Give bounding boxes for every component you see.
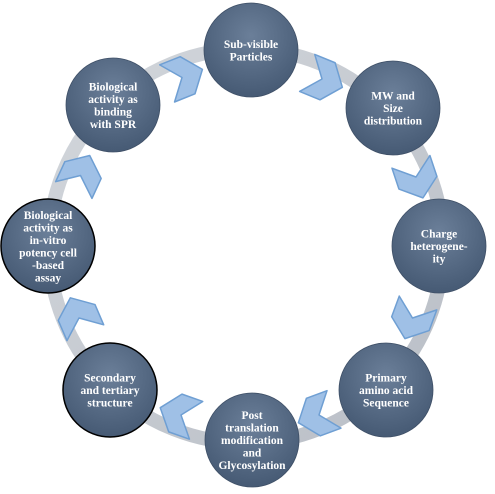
- cycle-node-label-line: in-vitro: [30, 235, 67, 247]
- cycle-node-circle: [338, 342, 434, 438]
- cycle-node-circle: [345, 60, 441, 156]
- cycle-node-label-line: modification: [221, 435, 284, 447]
- cycle-node-label-line: Particles: [230, 51, 273, 63]
- cycle-node-label-line: translation: [225, 423, 279, 435]
- cycle-node-label-line: potency cell: [19, 247, 77, 259]
- cycle-node-circle: [62, 342, 158, 438]
- cycle-arrow-chevron: [57, 297, 105, 342]
- cycle-node-label-line: Primary: [365, 373, 407, 385]
- cycle-node-label-line: activity as: [23, 222, 73, 234]
- cycle-node-label-line: and: [243, 448, 262, 460]
- cycle-arrow-chevron: [159, 393, 204, 440]
- cycle-node-label-line: activity as: [88, 94, 138, 106]
- cycle-node-label-line: Biological: [24, 210, 73, 222]
- cycle-node-label-line: Post: [241, 410, 262, 422]
- cycle-node-label-line: with SPR: [90, 119, 137, 131]
- cycle-arrows: [54, 53, 438, 440]
- cycle-node-label-line: amino acid: [359, 385, 414, 397]
- cycle-arrow-chevron: [298, 53, 344, 101]
- cycle-arrow-chevron: [158, 55, 204, 103]
- cycle-node-label-line: MW and: [371, 91, 415, 103]
- cycle-node-label-line: Size: [383, 103, 403, 115]
- cycle-node-label-line: binding: [94, 106, 132, 118]
- cycle-node-label-line: heterogene-: [410, 241, 467, 253]
- cycle-arrow-chevron: [390, 295, 438, 340]
- cycle-node-circle: [0, 198, 96, 294]
- cycle-node-label-line: distribution: [364, 116, 423, 128]
- cycle-node-circle: [203, 2, 299, 98]
- cycle-node-circle: [204, 392, 300, 488]
- cycle-node-label-line: Sequence: [363, 398, 409, 410]
- cycle-node-label-line: assay: [35, 272, 61, 284]
- cycle-node-label-line: ity: [433, 254, 446, 266]
- cycle-arrow-chevron: [297, 389, 342, 437]
- cycle-node-circle: [65, 57, 161, 153]
- cycle-node-label-line: Biological: [89, 81, 138, 93]
- cycle-node-label-line: Glycosylation: [218, 460, 286, 472]
- cycle-node-label-line: and tertiary: [80, 385, 139, 397]
- cycle-node-label-line: -based: [32, 260, 65, 272]
- cycle-arrow-chevron: [391, 154, 438, 199]
- cycle-node-circle: [391, 198, 487, 294]
- cycle-node-label-line: Secondary: [84, 373, 136, 385]
- cycle-node-label-line: Charge: [421, 229, 457, 241]
- cycle-arrow-chevron: [54, 154, 102, 200]
- cycle-node-label-line: Sub-visible: [224, 39, 278, 51]
- cycle-node-label-line: structure: [87, 398, 132, 410]
